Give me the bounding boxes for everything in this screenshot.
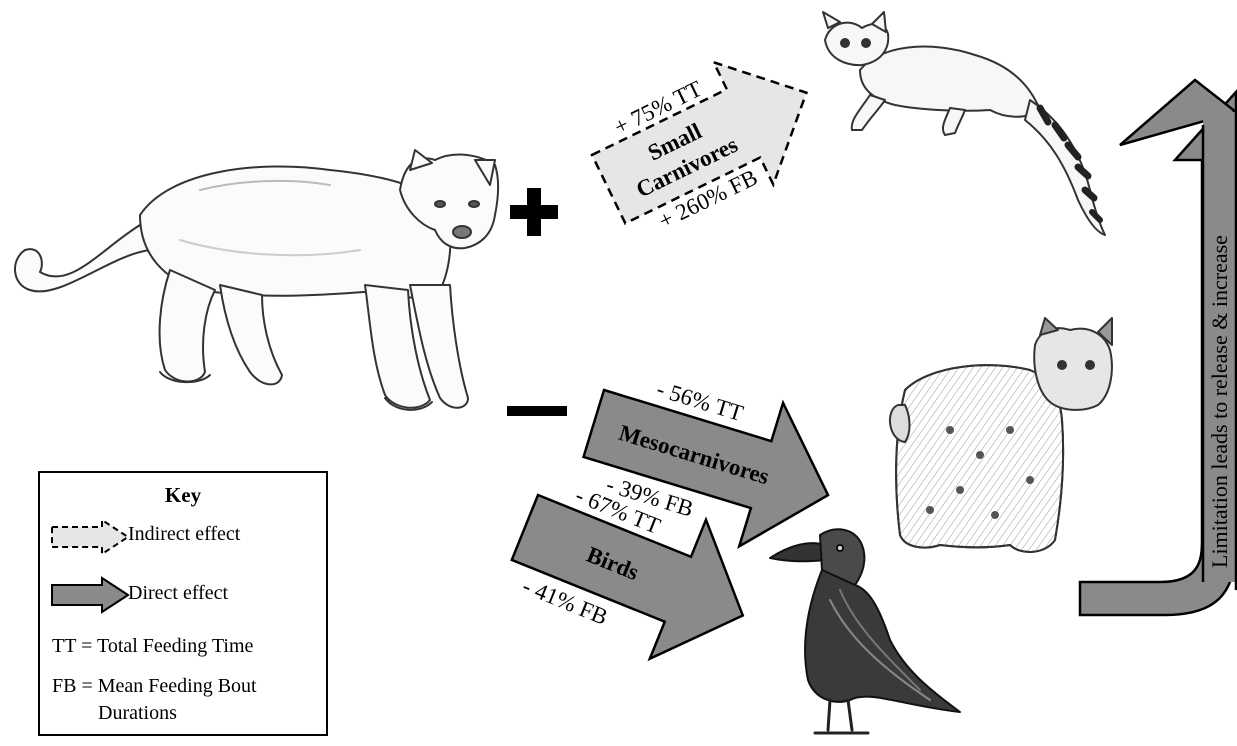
key-indirect-label: Indirect effect [128,523,241,545]
ringtail-illustration [822,11,1106,236]
cougar-illustration [14,149,499,411]
negative-effect-sign [507,406,567,416]
bobcat-illustration [889,317,1113,553]
key-tt-def: = Total Feeding Time [81,635,254,657]
small-carnivores-arrow: Small Carnivores + 75% TT + 260% FB [590,60,809,234]
key-fb-def-line2: Durations [98,702,177,724]
indirect-effect-swatch [51,518,130,556]
key-direct-label: Direct effect [128,582,229,604]
direct-effect-swatch [51,576,130,614]
feedback-arrow-head [1119,78,1237,147]
feedback-arrow-shaft [1203,112,1235,582]
key-fb-abbr: FB [52,675,77,697]
key-tt-abbr: TT [52,635,77,657]
feedback-label: Limitation leads to release & increase [1207,235,1232,568]
positive-effect-sign [510,188,558,236]
key-legend: Key Indirect effect Direct effect TT = T… [38,471,328,736]
key-tt-row: TT = Total Feeding Time [52,635,253,658]
key-title: Key [164,483,202,507]
key-fb-def-line1: = Mean Feeding Bout [81,675,257,697]
raven-illustration [769,528,961,735]
key-fb-row: FB = Mean Feeding Bout Durations [52,673,257,727]
